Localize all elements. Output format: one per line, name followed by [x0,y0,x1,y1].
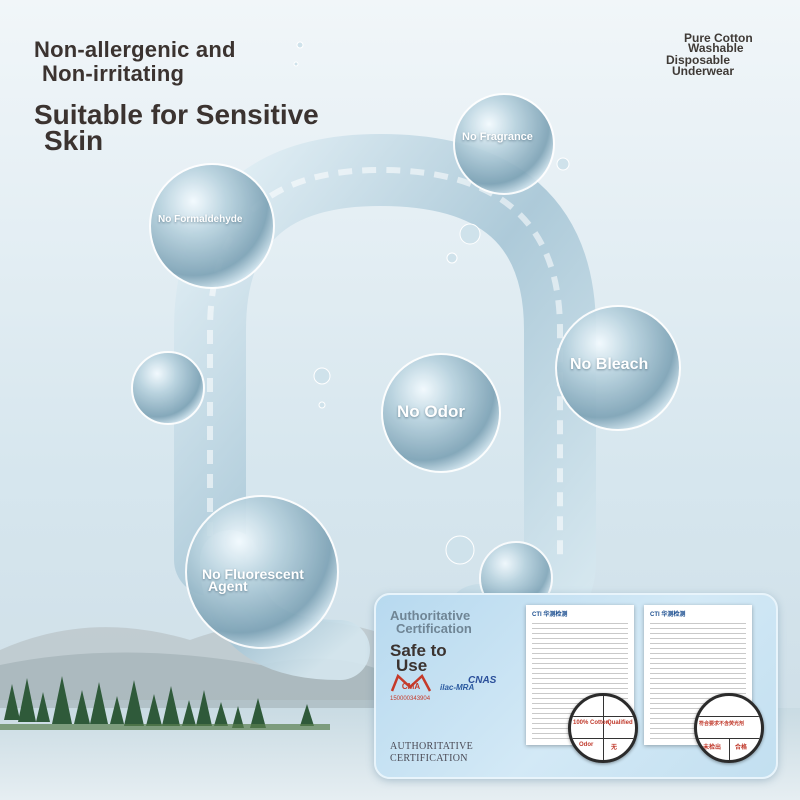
water-droplets [293,41,570,565]
safe-to-use: Safe to Use [390,641,447,675]
subheadline-line2: Skin [44,125,104,156]
cnas-logo: CNAS [468,675,497,686]
pine-trees [4,676,314,728]
cma-number: 150000343904 [390,696,431,702]
authoritative-certification-caption: AUTHORITATIVE CERTIFICATION [390,741,473,765]
top-right-line2: Washable [688,41,744,55]
ilac-mra-logo: ilac-MRA [440,683,475,692]
mag1-cell4: 无 [611,745,618,751]
mag2-cell1: 符合要求不含荧光剂 [699,721,745,727]
headline-line2: Non-irritating [42,61,185,86]
auth-line1: Authoritative [390,608,471,623]
mag1-cell3: Odor [579,742,594,748]
top-right-line3: Disposable [666,53,731,67]
headline: Non-allergenic and Non-irritating [34,38,236,86]
bubble-label-no-bleach: No Bleach [570,356,649,373]
authoritative-certification-title: Authoritative Certification [390,609,472,635]
mag2-cell2: 未检出 [703,745,722,751]
mag2-cell3: 合格 [735,745,748,751]
mag1-cell2: Qualified [607,720,633,726]
safe-line2: Use [396,656,428,675]
certification-panel: Authoritative Certification Safe to Use … [374,593,778,779]
magnifier-report-1: 100% Cotton Qualified Odor 无 [568,693,638,763]
mag1-cell1: 100% Cotton [573,720,610,726]
headline-line1: Non-allergenic and [34,37,236,62]
subheadline: Suitable for Sensitive Skin [34,99,319,156]
caption-line2: CERTIFICATION [390,753,468,764]
magnifier-report-2: 符合要求不含荧光剂 未检出 合格 [694,693,764,763]
caption-line1: AUTHORITATIVE [390,741,474,752]
auth-line2: Certification [396,621,472,636]
bubble-label-no-fluorescent: No Fluorescent [202,566,304,582]
bubble-label-agent: Agent [208,578,248,594]
doc1-title: CTI 华测检测 [532,612,568,618]
bubbles [131,93,681,649]
bubble-label-no-odor: No Odor [397,402,465,421]
bubble-label-no-formaldehyde: No Formaldehyde [158,214,243,225]
cma-logo: CMA [390,673,432,692]
svg-text:CMA: CMA [402,682,420,691]
safe-line1: Safe to [390,641,447,660]
bubble-label-no-fragrance: No Fragrance [462,131,533,143]
doc2-title: CTI 华测检测 [650,612,686,618]
top-right-line1: Pure Cotton [684,31,753,45]
subheadline-line1: Suitable for Sensitive [34,99,319,130]
top-right-line4: Underwear [672,64,735,78]
